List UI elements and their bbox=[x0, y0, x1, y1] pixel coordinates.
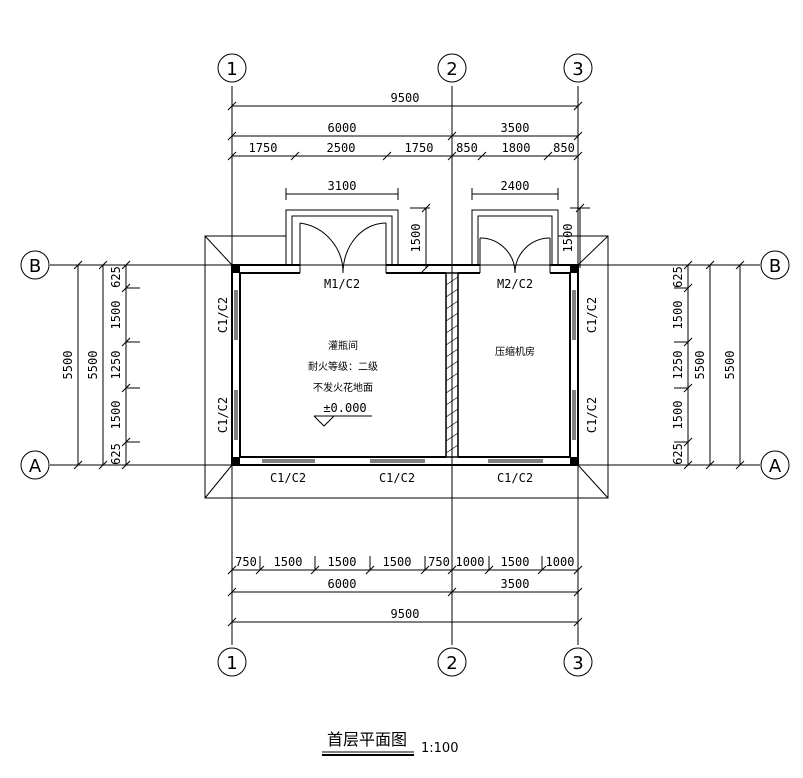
svg-text:625: 625 bbox=[109, 266, 123, 288]
svg-text:5500: 5500 bbox=[86, 351, 100, 380]
room-1-floor: 不发火花地面 bbox=[313, 381, 373, 394]
svg-text:625: 625 bbox=[109, 443, 123, 465]
svg-text:3500: 3500 bbox=[501, 577, 530, 591]
svg-text:2: 2 bbox=[446, 59, 457, 80]
svg-text:B: B bbox=[29, 256, 41, 277]
svg-text:9500: 9500 bbox=[391, 91, 420, 105]
svg-text:1250: 1250 bbox=[671, 351, 685, 380]
svg-text:A: A bbox=[29, 456, 42, 477]
axis-bubble-a-right: A bbox=[760, 450, 790, 480]
level-symbol: ±0.000 bbox=[313, 401, 372, 427]
door-m2-label: M2/C2 bbox=[497, 277, 533, 291]
svg-text:1500: 1500 bbox=[561, 224, 575, 253]
room-2-name: 压缩机房 bbox=[495, 345, 535, 358]
svg-text:1750: 1750 bbox=[249, 141, 278, 155]
svg-text:750: 750 bbox=[428, 555, 450, 569]
svg-text:625: 625 bbox=[671, 443, 685, 465]
svg-text:5500: 5500 bbox=[61, 351, 75, 380]
drawing-title: 首层平面图 1:100 bbox=[322, 730, 458, 756]
room-1-level: ±0.000 bbox=[323, 401, 366, 415]
door-m1 bbox=[285, 209, 399, 274]
door-m1-label: M1/C2 bbox=[324, 277, 360, 291]
room-1-fire-rating: 耐火等级：二级 bbox=[308, 360, 378, 373]
window-label-left-top: C1/C2 bbox=[216, 297, 230, 333]
svg-text:3: 3 bbox=[572, 59, 583, 80]
svg-text:850: 850 bbox=[456, 141, 478, 155]
window-label-right-top: C1/C2 bbox=[585, 297, 599, 333]
building-outline bbox=[204, 235, 609, 499]
svg-text:3500: 3500 bbox=[501, 121, 530, 135]
svg-text:6000: 6000 bbox=[328, 121, 357, 135]
svg-text:1000: 1000 bbox=[546, 555, 575, 569]
svg-text:1500: 1500 bbox=[109, 301, 123, 330]
svg-text:1750: 1750 bbox=[405, 141, 434, 155]
right-dimensions: 625 1500 1250 1500 625 5500 5500 bbox=[671, 260, 745, 470]
svg-text:1800: 1800 bbox=[502, 141, 531, 155]
svg-text:A: A bbox=[769, 456, 782, 477]
room-1-name: 灌瓶间 bbox=[328, 339, 358, 352]
svg-text:3100: 3100 bbox=[328, 179, 357, 193]
bottom-dimensions: 750 1500 1500 1500 750 1000 1500 1000 60… bbox=[227, 555, 583, 627]
svg-text:9500: 9500 bbox=[391, 607, 420, 621]
svg-text:750: 750 bbox=[235, 555, 257, 569]
svg-text:B: B bbox=[769, 256, 781, 277]
axis-bubble-3-top: 3 bbox=[563, 53, 593, 83]
svg-text:1500: 1500 bbox=[671, 301, 685, 330]
svg-text:850: 850 bbox=[553, 141, 575, 155]
title-scale: 1:100 bbox=[421, 741, 458, 756]
top-dimensions: 9500 6000 3500 1750 2500 1750 850 1800 8… bbox=[227, 91, 590, 273]
svg-text:1500: 1500 bbox=[109, 401, 123, 430]
axis-bubble-3-bottom: 3 bbox=[563, 647, 593, 677]
window-label-bottom-3: C1/C2 bbox=[497, 471, 533, 485]
svg-text:6000: 6000 bbox=[328, 577, 357, 591]
axis-bubble-2-top: 2 bbox=[437, 53, 467, 83]
title-main: 首层平面图 bbox=[327, 730, 407, 749]
svg-text:1500: 1500 bbox=[383, 555, 412, 569]
svg-text:1500: 1500 bbox=[501, 555, 530, 569]
axis-bubble-1-top: 1 bbox=[217, 53, 247, 83]
window-label-right-bottom: C1/C2 bbox=[585, 397, 599, 433]
svg-text:5500: 5500 bbox=[723, 351, 737, 380]
door-m2 bbox=[471, 209, 559, 274]
windows bbox=[234, 290, 576, 463]
svg-text:1500: 1500 bbox=[409, 224, 423, 253]
window-label-bottom-2: C1/C2 bbox=[379, 471, 415, 485]
svg-text:1250: 1250 bbox=[109, 351, 123, 380]
window-label-bottom-1: C1/C2 bbox=[270, 471, 306, 485]
svg-text:1: 1 bbox=[226, 653, 237, 674]
svg-text:5500: 5500 bbox=[693, 351, 707, 380]
svg-text:625: 625 bbox=[671, 266, 685, 288]
svg-text:1: 1 bbox=[226, 59, 237, 80]
svg-text:1500: 1500 bbox=[274, 555, 303, 569]
svg-text:2400: 2400 bbox=[501, 179, 530, 193]
svg-text:1500: 1500 bbox=[671, 401, 685, 430]
axis-bubble-a-left: A bbox=[20, 450, 50, 480]
left-dimensions: 5500 5500 625 1500 1250 1500 625 bbox=[61, 260, 140, 470]
axis-bubble-1-bottom: 1 bbox=[217, 647, 247, 677]
svg-text:2500: 2500 bbox=[327, 141, 356, 155]
axis-bubble-2-bottom: 2 bbox=[437, 647, 467, 677]
svg-text:3: 3 bbox=[572, 653, 583, 674]
svg-text:1500: 1500 bbox=[328, 555, 357, 569]
svg-text:1000: 1000 bbox=[456, 555, 485, 569]
svg-text:2: 2 bbox=[446, 653, 457, 674]
axis-bubble-b-right: B bbox=[760, 250, 790, 280]
axis-bubble-b-left: B bbox=[20, 250, 50, 280]
window-label-left-bottom: C1/C2 bbox=[216, 397, 230, 433]
